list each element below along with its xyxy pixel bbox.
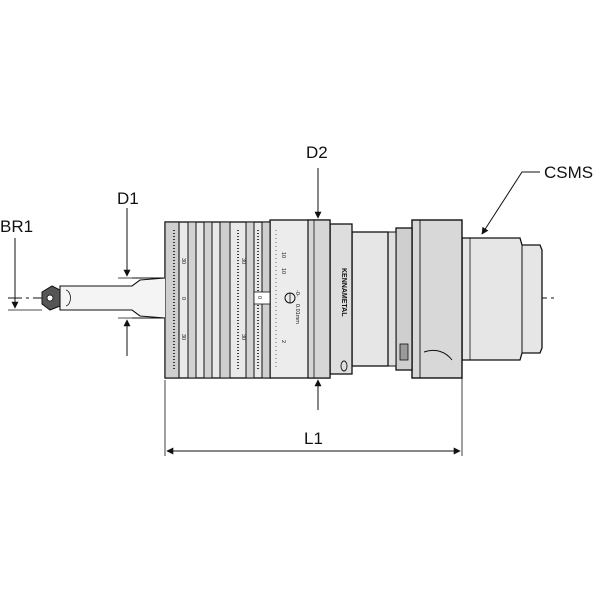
dial-mark-2: 2 (280, 340, 286, 343)
ring-mark-6: 0 (256, 296, 262, 299)
body-dial: -0- 0.01mm 10 10 2 (275, 230, 300, 370)
ring-mark-2: 30 (240, 258, 246, 264)
tiny-mark-1: -0- (294, 290, 300, 297)
ring-mark-4: 30 (180, 334, 186, 340)
neck (351, 231, 389, 367)
ring-mark-1: 30 (180, 258, 186, 264)
ring-mark-3: 0 (180, 297, 186, 300)
label-d2: D2 (306, 143, 328, 162)
label-csms: CSMS (544, 163, 593, 182)
br1-dimension (8, 238, 42, 311)
d1-dimension (118, 208, 160, 356)
csms-shank (461, 237, 543, 361)
cutting-insert (41, 285, 71, 311)
csms-leader (481, 171, 540, 235)
l1-dimension (164, 362, 463, 456)
adjustment-rings (164, 221, 271, 379)
dial-mark-10b: 10 (280, 268, 286, 274)
tiny-mark-2: 0.01mm (294, 304, 300, 324)
brand-text: KENNAMETAL (340, 268, 347, 317)
dial-mark-10a: 10 (280, 252, 286, 258)
label-l1: L1 (304, 429, 323, 448)
boring-bar (59, 277, 166, 319)
label-br1: BR1 (0, 217, 33, 236)
flange (387, 219, 463, 379)
main-body (269, 219, 353, 379)
ring-mark-5: 30 (240, 334, 246, 340)
label-d1: D1 (117, 189, 139, 208)
